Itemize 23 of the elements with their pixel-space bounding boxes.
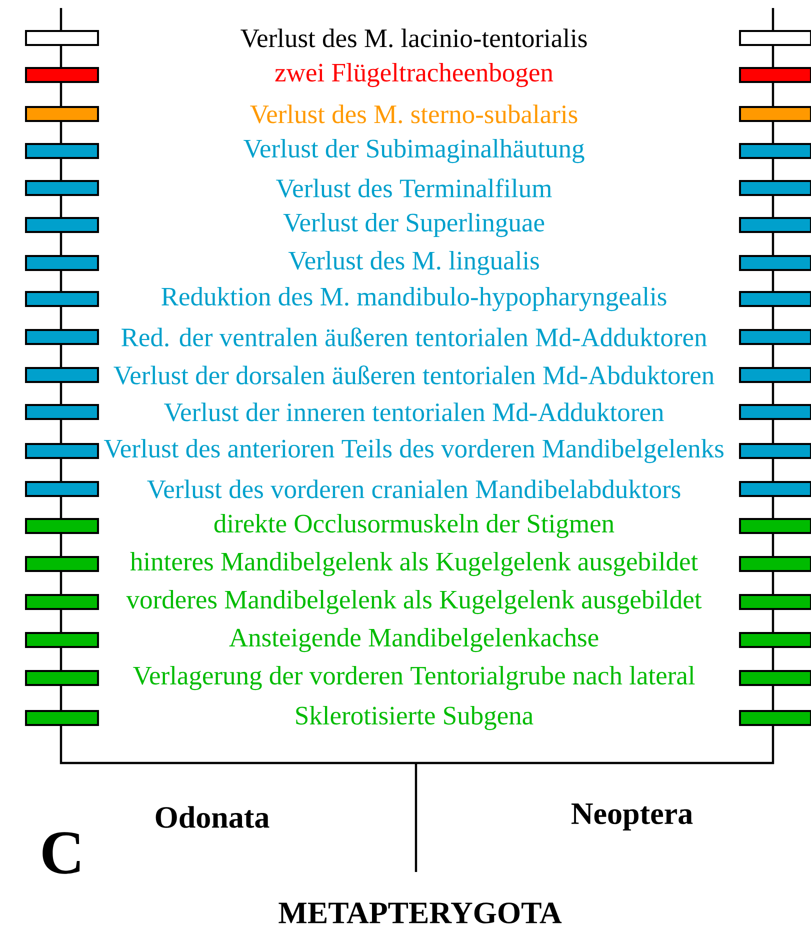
character-label: Verlagerung der vorderen Tentorialgrube nach lateral	[133, 666, 695, 690]
character-label: Verlust des anterioren Teils des vorderen Mandibelgelenks	[104, 438, 724, 464]
character-label: Verlust des Terminalfilum	[276, 178, 552, 198]
character-label: vorderes Mandibelgelenk als Kugelgelenk ausgebildet	[126, 590, 702, 614]
panel-letter: C	[42, 832, 80, 874]
character-label: Verlust der dorsalen äußeren tentorialen Md-Abduktoren	[114, 365, 714, 385]
character-label: Verlust des M. sterno-subalaris	[250, 104, 578, 124]
character-label: Reduktion des M. mandibulo-hypopharyngealis	[162, 286, 666, 312]
taxon-label: Neoptera	[571, 804, 693, 830]
character-label: Verlust des vorderen cranialen Mandibelabduktors	[147, 480, 680, 498]
character-label: Verlust der inneren tentorialen Md-Adduktoren	[164, 402, 664, 422]
character-label: Ansteigende Mandibelgelenkachse	[229, 628, 598, 652]
taxon-label: Odonata	[156, 806, 270, 828]
character-label: hinteres Mandibelgelenk als Kugelgelenk ausgebildet	[130, 552, 698, 576]
character-label: Verlust des M. lacinio-tentorialis	[240, 28, 587, 48]
character-label: Sklerotisierte Subgena	[296, 706, 534, 730]
character-label: zwei Flügeltracheenbogen	[275, 62, 554, 88]
character-label: Verlust des M. lingualis	[288, 250, 539, 276]
character-label: Verlust der Superlinguae	[283, 212, 544, 238]
clade-label: METAPTERYGOTA	[278, 902, 562, 924]
character-label: direkte Occlusormuskeln der Stigmen	[214, 514, 614, 538]
character-label: Verlust der Subimaginalhäutung	[244, 138, 584, 164]
character-label: Red. der ventralen äußeren tentorialen Md-Adduktoren	[122, 327, 707, 347]
